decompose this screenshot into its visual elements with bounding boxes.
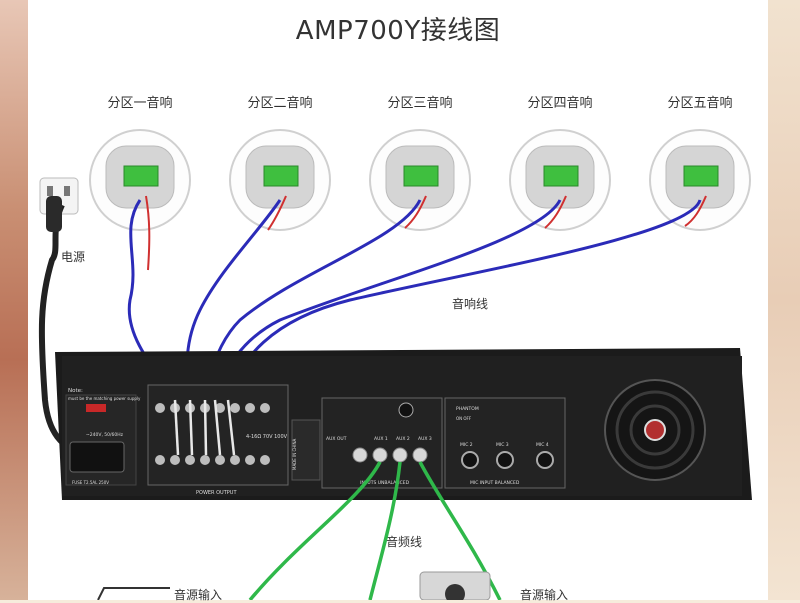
speaker-zone-3: [369, 129, 471, 231]
zone-4-label: 分区四音响: [527, 96, 593, 111]
amp-fuse: FUSE T2.5AL 250V: [72, 480, 109, 485]
zone-2-label: 分区二音响: [247, 96, 313, 111]
amp-inputs-unbalanced: INPUTS UNBALANCED: [360, 480, 410, 486]
amp-power-output: POWER OUTPUT: [196, 490, 237, 496]
amp-note-text: must be the matching power supply: [68, 396, 141, 401]
audio-player-source: [419, 571, 491, 600]
diagram-title: AMP700Y接线图: [295, 16, 501, 46]
speaker-cable-label: 音响线: [452, 297, 489, 311]
amp-aux1: AUX 1: [374, 436, 388, 442]
power-label: 电源: [61, 250, 86, 264]
amplifier-rear-panel: [55, 348, 752, 500]
amp-mic4: MIC 4: [536, 442, 549, 448]
power-cord: [38, 203, 91, 458]
amp-mic2: MIC 2: [460, 442, 473, 448]
amp-mic-input-balanced: MIC INPUT BALANCED: [470, 480, 520, 486]
speaker-zone-4: [509, 129, 611, 231]
amp-aux2: AUX 2: [396, 436, 410, 442]
right-decor-strip: [766, 0, 800, 600]
speaker-zone-5: [649, 129, 751, 231]
zone-3-label: 分区三音响: [387, 96, 453, 111]
amp-on-off: ON OFF: [456, 416, 472, 421]
zone-5-label: 分区五音响: [667, 96, 733, 111]
laptop-source: [97, 587, 170, 600]
power-plug: [46, 196, 62, 232]
amp-mic3: MIC 3: [496, 442, 509, 448]
amp-made-in: MADE IN CHINA: [292, 439, 297, 470]
amp-voltage: ~240V, 50/60Hz: [86, 432, 124, 438]
speaker-zone-1: [89, 129, 191, 231]
audio-input-right-label: 音源输入: [520, 588, 569, 602]
left-decor-strip: [0, 0, 30, 600]
audio-cable-label: 音频线: [386, 535, 423, 549]
cooling-fan: [604, 379, 706, 481]
amp-impedance: 4-16Ω 70V 100V: [246, 434, 288, 440]
amp-note-title: Note:: [68, 388, 83, 394]
audio-input-left-label: 音源输入: [174, 588, 223, 602]
amp-phantom: PHANTOM: [456, 406, 479, 412]
speaker-zone-2: [229, 129, 331, 231]
speaker-terminal-links: [173, 399, 236, 456]
amp-aux3: AUX 3: [418, 436, 432, 442]
amp-aux-out: AUX OUT: [326, 436, 347, 442]
zone-1-label: 分区一音响: [107, 96, 173, 111]
